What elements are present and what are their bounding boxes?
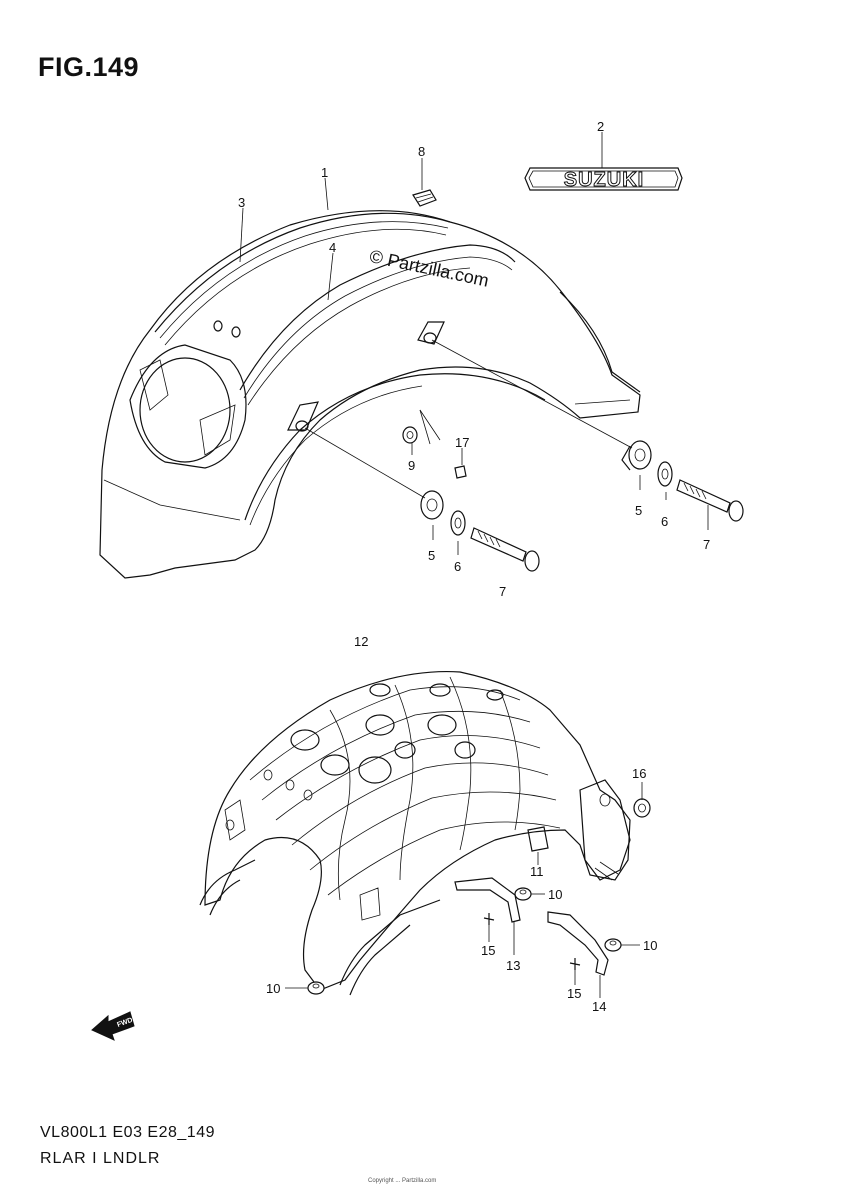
callout-10-a: 10 bbox=[548, 887, 562, 902]
callout-16: 16 bbox=[632, 766, 646, 781]
nut-part-16 bbox=[633, 798, 651, 818]
nut-part-10-b bbox=[604, 938, 622, 952]
callout-10-c: 10 bbox=[266, 981, 280, 996]
callout-10-b: 10 bbox=[643, 938, 657, 953]
copyright-notice: Copyright ... Partzilla.com bbox=[368, 1178, 437, 1184]
callout-9: 9 bbox=[408, 458, 415, 473]
leader-lines-lower bbox=[285, 782, 643, 998]
callout-13: 13 bbox=[506, 958, 520, 973]
callout-14: 14 bbox=[592, 999, 606, 1014]
nut-part-10-a bbox=[514, 887, 532, 901]
callout-15-b: 15 bbox=[567, 986, 581, 1001]
emblem-text: SUZUKI bbox=[564, 169, 644, 191]
callout-6-left: 6 bbox=[454, 559, 461, 574]
washer-part-6-right bbox=[657, 461, 673, 487]
bolt-part-7-right bbox=[676, 479, 744, 522]
nut-part-17 bbox=[454, 465, 467, 479]
leader-lines-upper bbox=[239, 132, 709, 555]
callout-1: 1 bbox=[321, 165, 328, 180]
footer-part-name: RLAR I LNDLR bbox=[40, 1150, 161, 1167]
figure-title: FIG.149 bbox=[38, 52, 140, 82]
grommet-part-9 bbox=[402, 426, 418, 444]
rear-fender bbox=[99, 210, 641, 579]
spacer-part-5-left bbox=[420, 490, 444, 520]
callout-12: 12 bbox=[354, 634, 368, 649]
screw-part-15-a bbox=[483, 913, 495, 925]
fwd-arrow-icon: FWD bbox=[91, 1011, 135, 1041]
washer-part-6-left bbox=[450, 510, 466, 536]
inner-fender bbox=[199, 670, 631, 996]
callout-5-right: 5 bbox=[635, 503, 642, 518]
callout-numbers: 1 2 3 4 8 9 17 5 6 7 5 6 7 12 16 11 10 1… bbox=[238, 119, 710, 1014]
callout-17: 17 bbox=[455, 435, 469, 450]
callout-5-left: 5 bbox=[428, 548, 435, 563]
callout-6-right: 6 bbox=[661, 514, 668, 529]
callout-11: 11 bbox=[530, 864, 544, 879]
callout-3: 3 bbox=[238, 195, 245, 210]
bolt-part-7-left bbox=[470, 527, 540, 572]
bracket-part-13 bbox=[454, 877, 521, 923]
label-part-11 bbox=[527, 826, 549, 852]
suzuki-emblem: SUZUKI bbox=[524, 167, 683, 192]
callout-2: 2 bbox=[597, 119, 604, 134]
footer-part-code: VL800L1 E03 E28_149 bbox=[40, 1124, 215, 1141]
nut-part-10-c bbox=[307, 981, 325, 995]
spacer-part-5-right bbox=[621, 440, 652, 471]
clip-part-8 bbox=[412, 189, 437, 207]
callout-4: 4 bbox=[329, 240, 336, 255]
callout-15-a: 15 bbox=[481, 943, 495, 958]
callout-8: 8 bbox=[418, 144, 425, 159]
bracket-part-14 bbox=[547, 911, 609, 976]
callout-7-right: 7 bbox=[703, 537, 710, 552]
screw-part-15-b bbox=[569, 958, 581, 970]
callout-7-left: 7 bbox=[499, 584, 506, 599]
